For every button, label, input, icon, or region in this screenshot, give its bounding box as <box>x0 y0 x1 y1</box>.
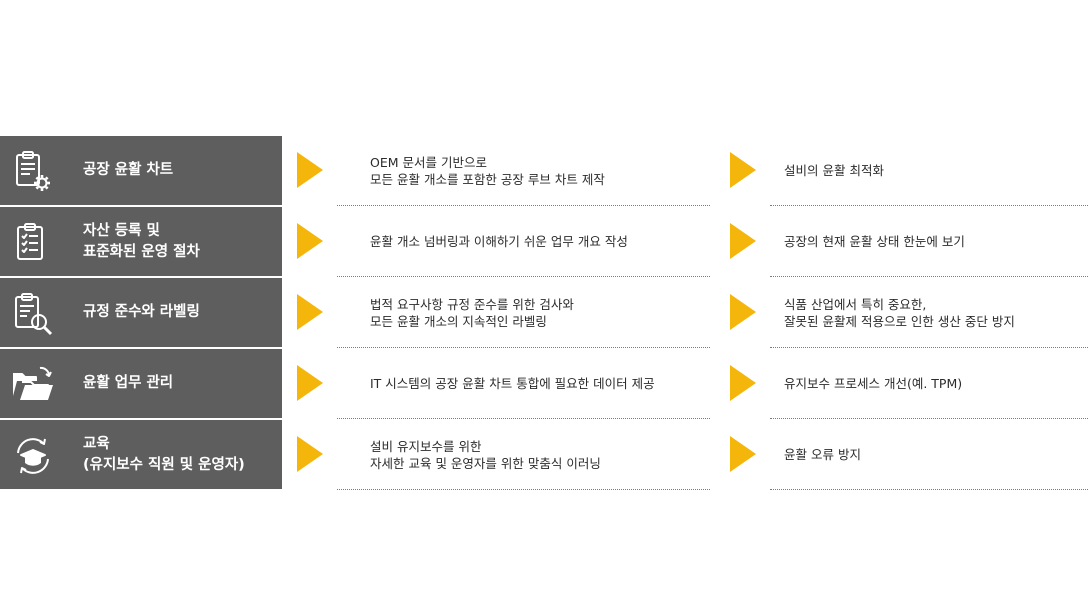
description-line: 설비 유지보수를 위한 <box>370 438 482 454</box>
dotted-divider <box>337 276 710 277</box>
arrow-right-icon <box>730 152 756 188</box>
arrow-right-icon <box>297 223 323 259</box>
service-benefit: 유지보수 프로세스 개선(예. TPM) <box>784 349 962 418</box>
arrow-right-icon <box>730 223 756 259</box>
service-label-line: 교육 <box>83 435 110 452</box>
description-line: 모든 윤활 개소의 지속적인 라벨링 <box>370 313 547 329</box>
service-label: 자산 등록 및 표준화된 운영 절차 <box>83 207 200 276</box>
description-line: 모든 윤활 개소를 포함한 공장 루브 차트 제작 <box>370 171 605 187</box>
clipboard-search-icon <box>10 291 56 337</box>
arrow-right-icon <box>730 365 756 401</box>
dotted-divider <box>770 418 1088 419</box>
graduation-cap-cycle-icon <box>10 433 56 479</box>
service-label-line: 표준화된 운영 절차 <box>83 243 200 260</box>
service-benefit: 공장의 현재 윤활 상태 한눈에 보기 <box>784 207 965 276</box>
service-label-line: 규정 준수와 라벨링 <box>83 304 200 320</box>
service-description: IT 시스템의 공장 윤활 차트 통합에 필요한 데이터 제공 <box>370 349 655 418</box>
service-label: 윤활 업무 관리 <box>83 349 173 418</box>
service-benefit: 설비의 윤활 최적화 <box>784 136 884 205</box>
table-row: 윤활 업무 관리 IT 시스템의 공장 윤활 차트 통합에 필요한 데이터 제공… <box>0 349 1088 420</box>
dotted-divider <box>770 276 1088 277</box>
arrow-right-icon <box>297 365 323 401</box>
service-label-line: (유지보수 직원 및 운영자) <box>83 456 245 473</box>
description-line: 윤활 개소 넘버링과 이해하기 쉬운 업무 개요 작성 <box>370 234 628 249</box>
description-line: IT 시스템의 공장 윤활 차트 통합에 필요한 데이터 제공 <box>370 376 655 391</box>
service-label: 규정 준수와 라벨링 <box>83 278 200 347</box>
benefit-line: 설비의 윤활 최적화 <box>784 163 884 178</box>
service-label-line: 공장 윤활 차트 <box>83 162 174 178</box>
benefit-line: 윤활 오류 방지 <box>784 447 861 462</box>
dotted-divider <box>770 489 1088 490</box>
service-benefit: 윤활 오류 방지 <box>784 420 861 489</box>
service-label-line: 자산 등록 및 <box>83 222 160 239</box>
service-description: OEM 문서를 기반으로 모든 윤활 개소를 포함한 공장 루브 차트 제작 <box>370 136 605 205</box>
service-label-box: 공장 윤활 차트 <box>0 136 282 205</box>
folder-sync-icon <box>10 362 56 408</box>
service-label-box: 규정 준수와 라벨링 <box>0 278 282 347</box>
clipboard-gear-icon <box>10 149 56 195</box>
table-row: 규정 준수와 라벨링 법적 요구사항 규정 준수를 위한 검사와 모든 윤활 개… <box>0 278 1088 349</box>
benefit-line: 유지보수 프로세스 개선(예. TPM) <box>784 376 963 391</box>
arrow-right-icon <box>297 436 323 472</box>
arrow-right-icon <box>730 294 756 330</box>
table-row: 자산 등록 및 표준화된 운영 절차 윤활 개소 넘버링과 이해하기 쉬운 업무… <box>0 207 1088 278</box>
lubrication-service-table: 공장 윤활 차트 OEM 문서를 기반으로 모든 윤활 개소를 포함한 공장 루… <box>0 136 1088 491</box>
service-label: 공장 윤활 차트 <box>83 136 173 205</box>
service-description: 법적 요구사항 규정 준수를 위한 검사와 모든 윤활 개소의 지속적인 라벨링 <box>370 278 574 347</box>
description-line: 자세한 교육 및 운영자를 위한 맞춤식 이러닝 <box>370 455 601 471</box>
table-row: 교육 (유지보수 직원 및 운영자) 설비 유지보수를 위한 자세한 교육 및 … <box>0 420 1088 491</box>
table-row: 공장 윤활 차트 OEM 문서를 기반으로 모든 윤활 개소를 포함한 공장 루… <box>0 136 1088 207</box>
arrow-right-icon <box>297 294 323 330</box>
service-label-box: 윤활 업무 관리 <box>0 349 282 418</box>
arrow-right-icon <box>297 152 323 188</box>
clipboard-checklist-icon <box>10 220 56 266</box>
arrow-right-icon <box>730 436 756 472</box>
benefit-line: 잘못된 윤활제 적용으로 인한 생산 중단 방지 <box>784 313 1015 329</box>
dotted-divider <box>770 205 1088 206</box>
dotted-divider <box>337 489 710 490</box>
dotted-divider <box>337 205 710 206</box>
dotted-divider <box>337 347 710 348</box>
service-label-box: 자산 등록 및 표준화된 운영 절차 <box>0 207 282 276</box>
dotted-divider <box>770 347 1088 348</box>
service-label: 교육 (유지보수 직원 및 운영자) <box>83 420 245 489</box>
dotted-divider <box>337 418 710 419</box>
service-description: 윤활 개소 넘버링과 이해하기 쉬운 업무 개요 작성 <box>370 207 628 276</box>
description-line: 법적 요구사항 규정 준수를 위한 검사와 <box>370 296 574 312</box>
service-benefit: 식품 산업에서 특히 중요한, 잘못된 윤활제 적용으로 인한 생산 중단 방지 <box>784 278 1015 347</box>
service-label-box: 교육 (유지보수 직원 및 운영자) <box>0 420 282 489</box>
benefit-line: 공장의 현재 윤활 상태 한눈에 보기 <box>784 234 965 249</box>
benefit-line: 식품 산업에서 특히 중요한, <box>784 296 927 312</box>
service-description: 설비 유지보수를 위한 자세한 교육 및 운영자를 위한 맞춤식 이러닝 <box>370 420 601 489</box>
description-line: OEM 문서를 기반으로 <box>370 154 487 170</box>
service-label-line: 윤활 업무 관리 <box>83 375 174 391</box>
